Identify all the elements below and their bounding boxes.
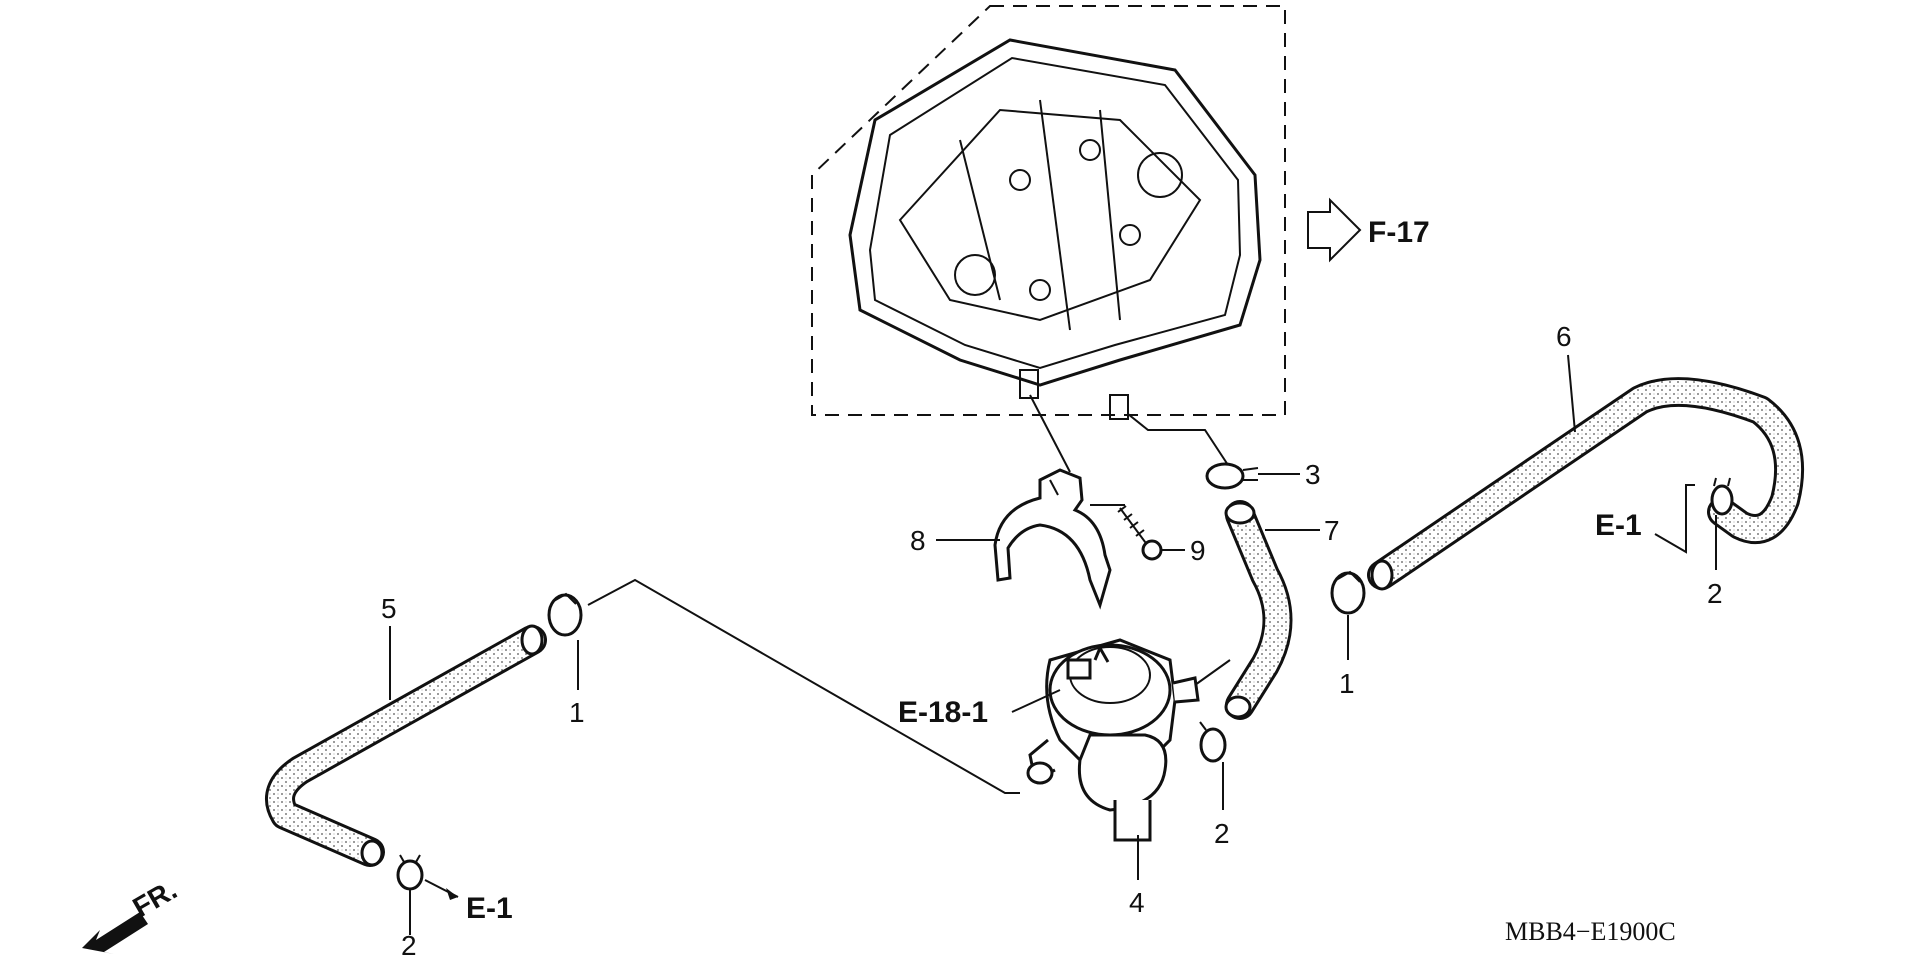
clamp-part-1-left	[547, 592, 583, 637]
clip-part-2-bottom-left	[396, 854, 424, 891]
hose-part-5	[265, 624, 547, 867]
arrow-e1-right-line	[1654, 484, 1695, 554]
arrow-e1-left-head	[446, 888, 458, 900]
screw-part-9	[1117, 505, 1163, 561]
callout-6: 6	[1556, 321, 1572, 352]
arrow-e18-line	[1011, 689, 1061, 713]
cylinder-head-cover	[811, 5, 1286, 420]
callout-2-center: 2	[1214, 818, 1230, 849]
clip-part-2-center	[1199, 721, 1227, 763]
callout-1-right: 1	[1339, 668, 1355, 699]
air-valve-part-4	[1026, 638, 1200, 842]
callout-1-left: 1	[569, 697, 585, 728]
callout-2-bottom-left: 2	[401, 930, 417, 960]
ref-e18-1: E-18-1	[898, 696, 988, 729]
callout-2-right: 2	[1707, 578, 1723, 609]
callout-8: 8	[910, 525, 926, 556]
hose-part-6	[1367, 377, 1805, 591]
ref-e1-left: E-1	[466, 892, 513, 925]
callout-4: 4	[1129, 887, 1145, 918]
leader-6	[1567, 354, 1576, 433]
callout-9: 9	[1190, 535, 1206, 566]
f17-arrow-icon	[1307, 197, 1362, 263]
hose-part-7	[1224, 500, 1293, 720]
leader-cover-to-clip	[1127, 413, 1229, 466]
clip-part-3	[1205, 462, 1259, 490]
clamp-part-1-right	[1330, 570, 1366, 615]
callout-3: 3	[1305, 459, 1321, 490]
front-direction-arrow-icon	[82, 912, 148, 954]
ref-e1-right: E-1	[1595, 509, 1642, 542]
callout-7: 7	[1324, 515, 1340, 546]
leader-valve-to-left-hose	[587, 578, 1020, 794]
ref-f17: F-17	[1368, 216, 1430, 249]
leader-valve-to-hose-7	[1194, 659, 1231, 686]
bracket-part-8	[993, 468, 1112, 610]
diagram-code: MBB4−E1900C	[1505, 917, 1676, 946]
leader-cover-to-bracket	[1029, 394, 1071, 473]
clip-part-2-right	[1710, 477, 1734, 516]
callout-5: 5	[381, 593, 397, 624]
